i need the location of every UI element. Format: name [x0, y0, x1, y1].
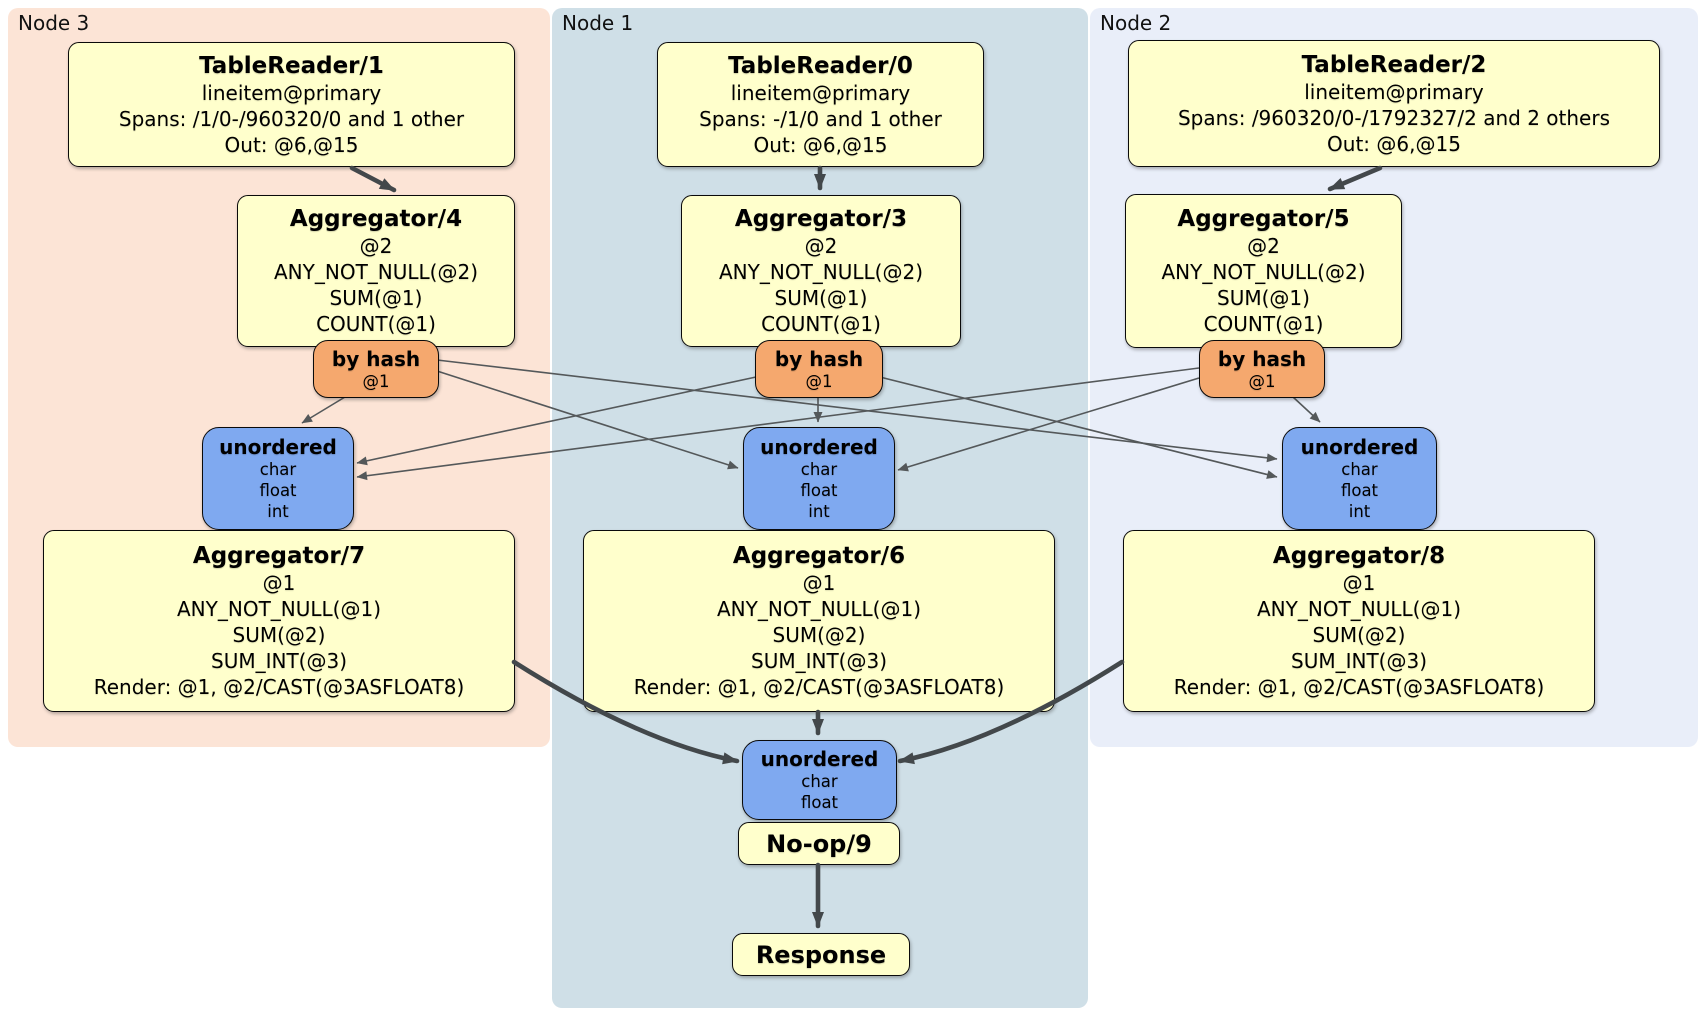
- box-line: Spans: /1/0-/960320/0 and 1 other: [118, 106, 465, 131]
- box-title: unordered: [1300, 435, 1419, 459]
- box-title: TableReader/2: [1301, 51, 1487, 78]
- box-line: char: [259, 460, 297, 479]
- box-line: Out: @6,@15: [753, 132, 888, 157]
- box-line: float: [1340, 481, 1379, 500]
- box-line: COUNT(@1): [761, 312, 881, 336]
- sync-unordered-node3: unordered char float int: [202, 427, 354, 530]
- box-title: TableReader/0: [728, 52, 913, 79]
- processor-aggregator-5: Aggregator/5 @2 ANY_NOT_NULL(@2) SUM(@1)…: [1125, 194, 1402, 348]
- processor-aggregator-6: Aggregator/6 @1 ANY_NOT_NULL(@1) SUM(@2)…: [583, 530, 1055, 712]
- box-title: by hash: [331, 346, 421, 371]
- box-line: SUM(@2): [1312, 623, 1406, 647]
- box-line: SUM(@1): [329, 286, 423, 310]
- processor-tablereader-0: TableReader/0 lineitem@primary Spans: -/…: [657, 42, 984, 167]
- box-line: @2: [359, 234, 393, 258]
- box-line: ANY_NOT_NULL(@1): [1257, 597, 1461, 621]
- box-title: No-op/9: [766, 829, 872, 858]
- box-title: Aggregator/8: [1272, 543, 1446, 569]
- box-title: unordered: [760, 435, 878, 459]
- box-line: Spans: /960320/0-/1792327/2 and 2 others: [1177, 105, 1610, 130]
- box-title: unordered: [760, 747, 879, 771]
- router-by-hash-node2: by hash @1: [1199, 340, 1325, 398]
- sync-unordered-final: unordered char float: [742, 740, 897, 820]
- box-title: Aggregator/4: [289, 206, 463, 232]
- box-line: char: [800, 460, 838, 479]
- box-line: @1: [262, 571, 296, 595]
- box-title: Aggregator/5: [1177, 206, 1350, 232]
- box-line: int: [267, 502, 289, 521]
- router-by-hash-node3: by hash @1: [313, 340, 439, 398]
- box-line: SUM(@1): [1217, 286, 1310, 310]
- box-line: COUNT(@1): [316, 312, 436, 336]
- box-title: Response: [755, 940, 887, 969]
- box-line: @2: [804, 234, 838, 258]
- response-box: Response: [732, 933, 910, 976]
- box-line: Out: @6,@15: [1327, 131, 1461, 156]
- box-title: TableReader/1: [199, 52, 384, 79]
- box-line: @1: [1248, 371, 1276, 391]
- processor-aggregator-3: Aggregator/3 @2 ANY_NOT_NULL(@2) SUM(@1)…: [681, 195, 961, 347]
- router-by-hash-node1: by hash @1: [755, 340, 883, 398]
- processor-tablereader-2: TableReader/2 lineitem@primary Spans: /9…: [1128, 40, 1660, 167]
- processor-tablereader-1: TableReader/1 lineitem@primary Spans: /1…: [68, 42, 515, 167]
- box-line: float: [800, 793, 839, 812]
- box-line: int: [808, 502, 830, 521]
- box-line: @1: [362, 371, 390, 391]
- processor-aggregator-7: Aggregator/7 @1 ANY_NOT_NULL(@1) SUM(@2)…: [43, 530, 515, 712]
- processor-aggregator-8: Aggregator/8 @1 ANY_NOT_NULL(@1) SUM(@2)…: [1123, 530, 1595, 712]
- box-line: @2: [1247, 234, 1280, 258]
- box-line: Render: @1, @2/CAST(@3ASFLOAT8): [1173, 675, 1545, 699]
- box-title: Aggregator/3: [734, 206, 908, 232]
- box-line: int: [1348, 502, 1371, 521]
- box-line: COUNT(@1): [1203, 312, 1324, 336]
- box-line: float: [800, 481, 838, 500]
- box-line: ANY_NOT_NULL(@2): [719, 260, 923, 284]
- sync-unordered-node2: unordered char float int: [1282, 427, 1437, 530]
- processor-noop-9: No-op/9: [738, 822, 900, 865]
- box-line: SUM(@2): [232, 623, 326, 647]
- panel-label-node-2: Node 2: [1100, 11, 1172, 35]
- box-title: by hash: [1217, 346, 1307, 371]
- box-title: unordered: [219, 435, 337, 459]
- box-line: ANY_NOT_NULL(@2): [274, 260, 478, 284]
- box-title: Aggregator/6: [732, 543, 906, 569]
- box-line: SUM_INT(@3): [751, 649, 887, 673]
- box-title: Aggregator/7: [192, 543, 366, 569]
- panel-label-node-1: Node 1: [562, 11, 634, 35]
- sync-unordered-node1: unordered char float int: [743, 427, 895, 530]
- box-line: Render: @1, @2/CAST(@3ASFLOAT8): [93, 675, 465, 699]
- panel-label-node-3: Node 3: [18, 11, 90, 35]
- box-line: ANY_NOT_NULL(@2): [1161, 260, 1366, 284]
- box-line: SUM_INT(@3): [1291, 649, 1427, 673]
- box-line: @1: [802, 571, 836, 595]
- box-line: char: [801, 772, 838, 791]
- box-line: ANY_NOT_NULL(@1): [177, 597, 381, 621]
- processor-aggregator-4: Aggregator/4 @2 ANY_NOT_NULL(@2) SUM(@1)…: [237, 195, 515, 347]
- box-line: Spans: -/1/0 and 1 other: [699, 106, 942, 131]
- box-line: lineitem@primary: [201, 80, 382, 105]
- box-title: by hash: [774, 346, 864, 371]
- box-line: char: [1341, 460, 1378, 479]
- box-line: @1: [1342, 571, 1376, 595]
- box-line: SUM(@2): [772, 623, 866, 647]
- box-line: lineitem@primary: [730, 80, 911, 105]
- box-line: SUM(@1): [774, 286, 868, 310]
- box-line: Render: @1, @2/CAST(@3ASFLOAT8): [633, 675, 1005, 699]
- box-line: SUM_INT(@3): [211, 649, 347, 673]
- box-line: float: [259, 481, 297, 500]
- box-line: Out: @6,@15: [224, 132, 359, 157]
- box-line: lineitem@primary: [1304, 79, 1484, 104]
- box-line: @1: [805, 371, 833, 391]
- box-line: ANY_NOT_NULL(@1): [717, 597, 921, 621]
